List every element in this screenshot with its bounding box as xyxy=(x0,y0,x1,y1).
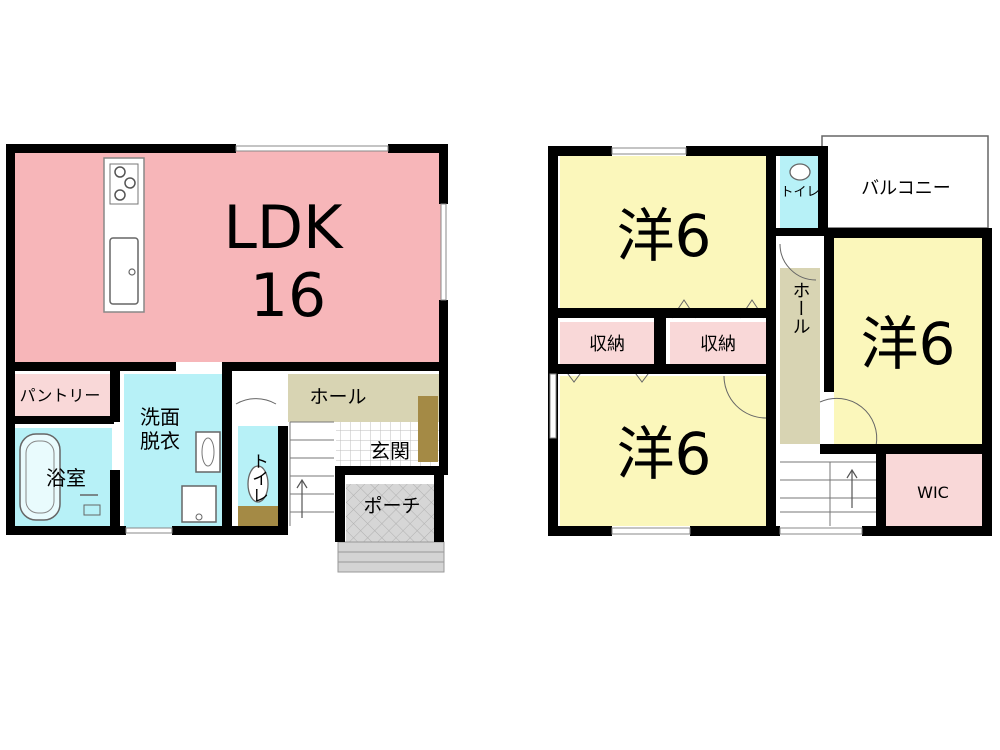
room-a-label: 洋6 xyxy=(617,202,712,270)
toilet-bowl-icon xyxy=(247,465,269,503)
windows-2f xyxy=(549,147,863,535)
stove-burner-icon xyxy=(124,177,136,189)
toilet-1f-label: トイレ xyxy=(248,453,268,504)
balcony xyxy=(821,135,989,229)
western-room-a xyxy=(560,156,766,308)
toilet-2f-label: トイレ xyxy=(780,185,819,200)
balcony-label: バルコニー xyxy=(861,178,951,199)
hall-2f-label: ホール xyxy=(790,281,811,335)
toilet-bowl-icon xyxy=(789,163,811,181)
ldk-room xyxy=(12,150,442,362)
porch-label: ポーチ xyxy=(363,495,420,517)
entrance-label: 玄関 xyxy=(370,439,410,463)
kitchen-sink-icon xyxy=(109,237,139,305)
windows-1f xyxy=(125,145,447,534)
washroom-label-line1: 洗面 xyxy=(140,405,180,429)
storage-a xyxy=(560,322,654,364)
toilet-step xyxy=(238,506,278,526)
shoe-cabinet xyxy=(418,396,438,462)
ldk-size: 16 xyxy=(250,261,326,331)
room-b-label: 洋6 xyxy=(617,420,712,488)
walk-in-closet xyxy=(884,454,982,526)
washbasin-icon xyxy=(195,431,221,473)
pantry-label: パントリー xyxy=(20,386,101,405)
porch xyxy=(346,484,442,542)
labels: LDK 16 パントリー 浴室 洗面 脱衣 ホール トイレ 玄関 ポーチ 洋6 … xyxy=(20,178,956,517)
western-room-c xyxy=(834,236,982,446)
room-c-label: 洋6 xyxy=(861,310,956,378)
hall-2f xyxy=(780,268,820,444)
ldk-label: LDK xyxy=(224,193,345,263)
pantry-room xyxy=(12,374,110,416)
floor-1 xyxy=(6,144,448,573)
storage-b-label: 収納 xyxy=(700,334,736,355)
porch-steps xyxy=(337,541,445,573)
wic-label: WIC xyxy=(917,483,949,502)
washroom-label-line2: 脱衣 xyxy=(140,429,180,453)
kitchen-counter xyxy=(103,157,145,313)
storage-b xyxy=(670,322,766,364)
walls-2f xyxy=(548,146,992,536)
stove-burner-icon xyxy=(114,189,126,201)
staircase-2f xyxy=(780,461,880,526)
hall-1f-label: ホール xyxy=(309,386,366,408)
washing-machine-icon xyxy=(181,485,217,523)
bath-label: 浴室 xyxy=(46,466,86,490)
bathtub-icon xyxy=(19,433,61,521)
storage-a-label: 収納 xyxy=(589,334,625,355)
walls-1f xyxy=(6,144,448,542)
floor-2 xyxy=(548,135,992,536)
stove-burner-icon xyxy=(114,166,126,178)
